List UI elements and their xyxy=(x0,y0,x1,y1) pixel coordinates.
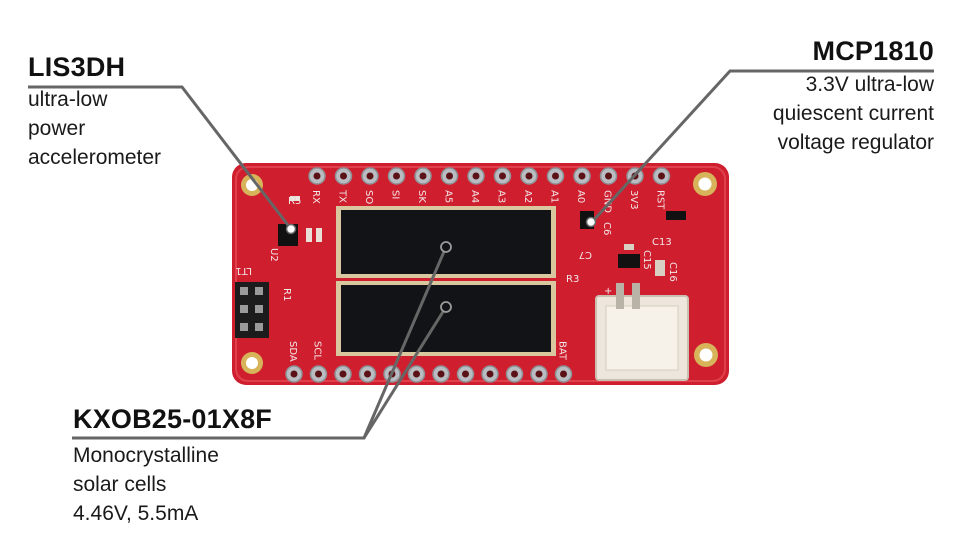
svg-text:U2: U2 xyxy=(268,248,279,262)
leader-dot-kxob25-top xyxy=(440,241,452,253)
top-header-pin-hole xyxy=(525,172,533,180)
bottom-header-pin-label: BAT xyxy=(557,341,568,361)
bottom-header-pin-label: SCL xyxy=(312,341,323,360)
leader-dot-kxob25-bottom xyxy=(440,301,452,313)
top-pin-labels: RX TX SO SI SK A5 A4 A3 A2 A1 A0 GND 3V3 RST xyxy=(310,189,666,213)
desc-line: Monocrystalline xyxy=(73,444,219,467)
svg-text:C6: C6 xyxy=(601,222,612,235)
svg-text:C7: C7 xyxy=(579,249,592,260)
bottom-header-pin-hole xyxy=(339,370,347,378)
bottom-header-pin-hole xyxy=(462,370,469,378)
bottom-header-pin-hole xyxy=(486,370,494,378)
top-header-pin-label: SO xyxy=(363,190,374,204)
svg-text:C16: C16 xyxy=(667,262,678,282)
mounting-holes xyxy=(241,172,718,374)
pcb-highlight xyxy=(235,166,726,382)
desc-line: quiescent current xyxy=(772,102,934,125)
desc-line: solar cells xyxy=(73,473,167,496)
desc-line: 4.46V, 5.5mA xyxy=(73,502,199,525)
top-header-pin-hole xyxy=(340,172,347,180)
top-header-pin-hole xyxy=(366,172,374,180)
desc-line: accelerometer xyxy=(28,146,162,169)
leader-dot-mcp1810 xyxy=(585,216,597,228)
svg-text:C15: C15 xyxy=(641,250,652,270)
top-header-pin-label: RX xyxy=(310,190,321,204)
top-header-pin-hole xyxy=(313,172,321,180)
bottom-header-pin-hole xyxy=(560,370,567,378)
top-header-pin-hole xyxy=(552,172,559,180)
svg-text:+: + xyxy=(604,286,612,297)
bottom-header-pin-hole xyxy=(511,370,518,378)
leader-dot-lis3dh xyxy=(285,223,297,235)
desc-line: 3.3V ultra-low xyxy=(805,73,934,96)
bottom-header-pins xyxy=(285,365,573,383)
top-header-pin-label: SI xyxy=(390,190,401,199)
top-header-pin-hole xyxy=(658,172,665,180)
top-header-pin-hole xyxy=(446,172,453,180)
top-header-pin-label: A2 xyxy=(522,190,533,203)
solar-cell-bottom xyxy=(336,281,556,356)
bottom-header-pin-hole xyxy=(535,370,543,378)
leader-line-kxob25-b xyxy=(362,306,448,439)
top-header-pin-label: A1 xyxy=(549,190,560,203)
leader-line-lis3dh xyxy=(28,85,293,230)
bottom-header-pin-hole xyxy=(290,370,298,378)
desc-line: power xyxy=(28,117,86,140)
svg-text:LT1: LT1 xyxy=(235,265,252,276)
bottom-header-pin-hole xyxy=(413,370,420,378)
part-name-kxob25: KXOB25-01X8F xyxy=(73,404,272,434)
leader-lines xyxy=(28,69,934,440)
annotation-kxob25: KXOB25-01X8F Monocrystalline solar cells… xyxy=(73,404,272,528)
bottom-header-pin-label: SDA xyxy=(287,341,298,362)
top-header-pin-hole xyxy=(578,172,586,180)
top-header-pin-label: RST xyxy=(655,190,666,210)
annotation-lis3dh: LIS3DH ultra-low power accelerometer xyxy=(28,52,161,172)
top-header-pin-hole xyxy=(419,172,427,180)
part-name-mcp1810: MCP1810 xyxy=(812,36,934,66)
bottom-header-pin-hole xyxy=(364,370,371,378)
top-header-pin-label: GND xyxy=(602,190,613,213)
voltage-regulator xyxy=(580,211,686,276)
svg-text:R3: R3 xyxy=(566,274,579,285)
top-header-pin-hole xyxy=(499,172,506,180)
top-header-pin-hole xyxy=(472,172,480,180)
top-header-pin-label: SK xyxy=(416,190,427,203)
bottom-header-pin-hole xyxy=(437,370,445,378)
top-header-pins xyxy=(308,167,671,185)
icsp-header xyxy=(235,282,269,338)
component-labels: R5 U2 LT1 R1 C6 C7 C13 C15 C16 R3 + xyxy=(235,196,678,301)
top-header-pin-label: A4 xyxy=(469,190,480,203)
part-name-lis3dh: LIS3DH xyxy=(28,52,126,82)
desc-line: ultra-low xyxy=(28,88,108,111)
battery-connector xyxy=(595,283,689,381)
top-header-pin-label: A3 xyxy=(496,190,507,203)
svg-text:R1: R1 xyxy=(281,288,292,301)
svg-text:R5: R5 xyxy=(288,196,301,207)
top-header-pin-label: TX xyxy=(337,189,348,203)
top-header-pin-label: 3V3 xyxy=(628,190,639,210)
svg-text:C13: C13 xyxy=(652,237,672,248)
top-header-pin-hole xyxy=(393,172,400,180)
bottom-header-pin-hole xyxy=(315,370,322,378)
top-header-pin-hole xyxy=(605,172,612,180)
annotation-mcp1810: MCP1810 3.3V ultra-low quiescent current… xyxy=(773,36,934,157)
desc-line: voltage regulator xyxy=(777,131,934,154)
leader-line-mcp1810 xyxy=(590,69,934,224)
top-header-pin-label: A0 xyxy=(575,190,586,203)
top-header-pin-label: A5 xyxy=(443,190,454,203)
